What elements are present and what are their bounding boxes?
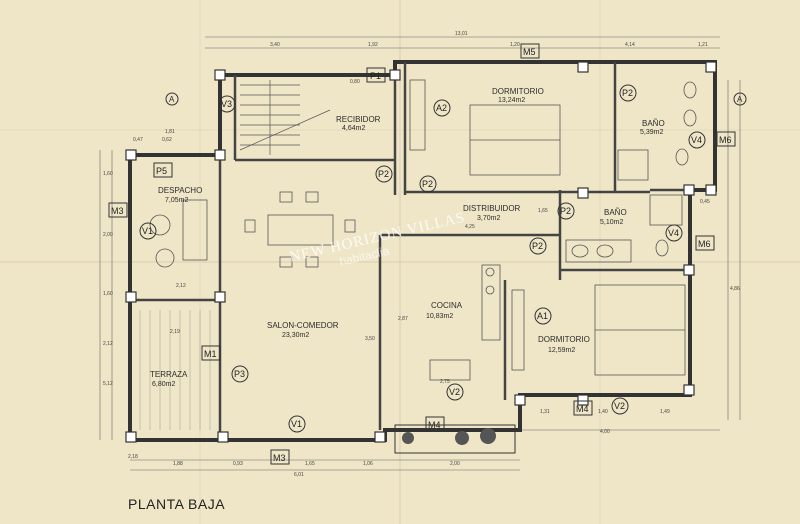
tag-p2-c: P2 xyxy=(560,206,571,216)
room-area-cocina: 10,83m2 xyxy=(426,313,453,320)
tag-p2-b: P2 xyxy=(422,179,433,189)
dim-bottom-2: 1,88 xyxy=(173,461,183,467)
tag-m5: M5 xyxy=(523,47,536,57)
room-area-distribuidor: 3,70m2 xyxy=(477,215,500,222)
dim-bottom-3: 0,93 xyxy=(233,461,243,467)
room-name-distribuidor: DISTRIBUIDOR xyxy=(463,204,521,213)
tag-v2-cocina: V2 xyxy=(449,387,460,397)
section-marker-right: A xyxy=(737,95,743,104)
room-name-bano2: BAÑO xyxy=(604,208,627,217)
dim-left-1: 1,60 xyxy=(103,171,113,177)
dim-top-2: 1,92 xyxy=(368,42,378,48)
dim-left-5: 5,12 xyxy=(103,381,113,387)
room-area-dormitorio2: 12,59m2 xyxy=(548,347,575,354)
room-area-salon: 23,30m2 xyxy=(282,332,309,339)
room-area-bano1: 5,39m2 xyxy=(640,129,663,136)
tag-m6-right: M6 xyxy=(698,239,711,249)
tag-v1-bottom: V1 xyxy=(291,419,302,429)
tag-p2-bano: P2 xyxy=(622,88,633,98)
tag-v4-right: V4 xyxy=(668,228,679,238)
tag-p2-a: P2 xyxy=(378,169,389,179)
room-name-dormitorio2: DORMITORIO xyxy=(538,335,590,344)
tag-p2-d: P2 xyxy=(532,241,543,251)
tag-v3: V3 xyxy=(221,99,232,109)
plan-title: PLANTA BAJA xyxy=(128,496,226,512)
room-area-recibidor: 4,64m2 xyxy=(342,125,365,132)
room-name-salon: SALON-COMEDOR xyxy=(267,321,339,330)
tag-v4-top: V4 xyxy=(691,135,702,145)
room-name-despacho: DESPACHO xyxy=(158,186,202,195)
interior-walls xyxy=(130,62,690,440)
dim-bottom-5: 1,06 xyxy=(363,461,373,467)
room-name-dormitorio1: DORMITORIO xyxy=(492,87,544,96)
room-name-bano1: BAÑO xyxy=(642,119,665,128)
dim-left-3: 1,60 xyxy=(103,291,113,297)
tag-a2: A2 xyxy=(436,103,447,113)
dim-bottom-6: 2,00 xyxy=(450,461,460,467)
dim-misc-4: 3,50 xyxy=(365,336,375,342)
dim-bottom-1: 2,18 xyxy=(128,454,138,460)
dim-bottom-4: 1,65 xyxy=(305,461,315,467)
planter xyxy=(394,424,516,454)
tag-m4-bottom: M4 xyxy=(576,404,589,414)
dim-misc-8: 1,49 xyxy=(660,409,670,415)
tag-p5: P5 xyxy=(156,166,167,176)
exterior-walls xyxy=(128,60,717,442)
room-area-bano2: 5,10m2 xyxy=(600,219,623,226)
dim-top-1: 3,40 xyxy=(270,42,280,48)
room-area-despacho: 7,05m2 xyxy=(165,197,188,204)
dim-left-4: 2,12 xyxy=(103,341,113,347)
dim-top-4: 4,14 xyxy=(625,42,635,48)
dim-misc-1: 6,01 xyxy=(294,472,304,478)
dim-misc-15: 4,86 xyxy=(730,286,740,292)
dim-misc-11: 0,62 xyxy=(162,137,172,143)
dim-misc-3: 2,75 xyxy=(440,379,450,385)
dim-misc-14: 1,65 xyxy=(538,208,548,214)
section-markers: A A xyxy=(165,92,747,106)
dim-misc-2: 2,12 xyxy=(176,283,186,289)
dim-misc-9: 2,19 xyxy=(170,329,180,335)
dimension-lines xyxy=(99,36,741,471)
dimension-labels: 13,01 3,40 1,92 1,20 4,14 1,21 0,80 2,18… xyxy=(103,31,740,478)
dim-top-total: 13,01 xyxy=(455,31,468,37)
tag-v2-bottom: V2 xyxy=(614,401,625,411)
tag-m1: M1 xyxy=(204,349,217,359)
tag-p3: P3 xyxy=(234,369,245,379)
room-name-cocina: COCINA xyxy=(431,301,463,310)
tag-m3-left: M3 xyxy=(111,206,124,216)
dim-misc-12: 1,81 xyxy=(165,129,175,135)
opening-tags: P1 M5 V3 A2 P2 M6 V4 P2 P2 P2 P2 P5 M3 V… xyxy=(108,43,736,465)
room-name-terraza: TERRAZA xyxy=(150,370,188,379)
dim-top-3: 1,20 xyxy=(510,42,520,48)
tag-m6-top: M6 xyxy=(719,135,732,145)
room-area-dormitorio1: 13,24m2 xyxy=(498,97,525,104)
dim-left-2: 2,00 xyxy=(103,232,113,238)
furniture xyxy=(149,79,697,381)
room-labels: RECIBIDOR 4,64m2 DORMITORIO 13,24m2 BAÑO… xyxy=(150,87,665,388)
tag-m3-bottom: M3 xyxy=(273,453,286,463)
staircase xyxy=(239,80,331,155)
room-area-terraza: 6,80m2 xyxy=(152,381,175,388)
dim-misc-13: 0,45 xyxy=(700,199,710,205)
dim-top-5: 1,21 xyxy=(698,42,708,48)
structural-columns xyxy=(125,61,717,443)
dim-misc-6: 4,25 xyxy=(465,224,475,230)
dim-misc-5: 2,87 xyxy=(398,316,408,322)
section-marker-left: A xyxy=(169,95,175,104)
tag-p1: P1 xyxy=(370,71,381,81)
dim-misc-7: 1,40 xyxy=(598,409,608,415)
dim-misc-10: 0,47 xyxy=(133,137,143,143)
tag-a1: A1 xyxy=(537,311,548,321)
dim-bottom-8: 4,00 xyxy=(600,429,610,435)
room-name-recibidor: RECIBIDOR xyxy=(336,115,381,124)
tag-v1-left: V1 xyxy=(142,226,153,236)
tag-m4-planter: M4 xyxy=(428,420,441,430)
terrace-paving xyxy=(139,310,211,430)
dim-top-6: 0,80 xyxy=(350,79,360,85)
dim-bottom-7: 1,31 xyxy=(540,409,550,415)
